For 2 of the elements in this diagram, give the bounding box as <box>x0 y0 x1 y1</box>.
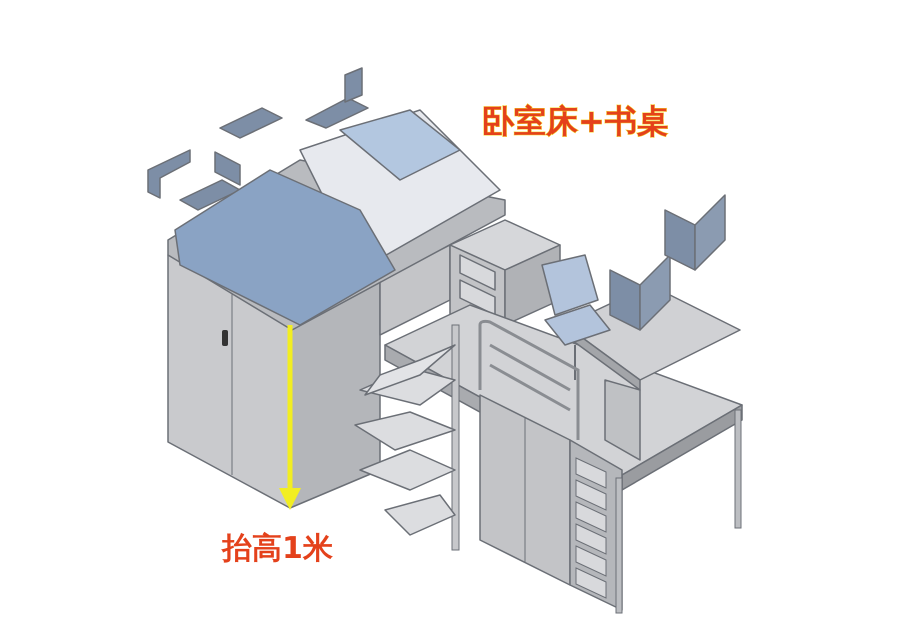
height-label: 抬高1米 <box>222 530 333 568</box>
title: 卧室床+书桌 <box>482 101 669 142</box>
